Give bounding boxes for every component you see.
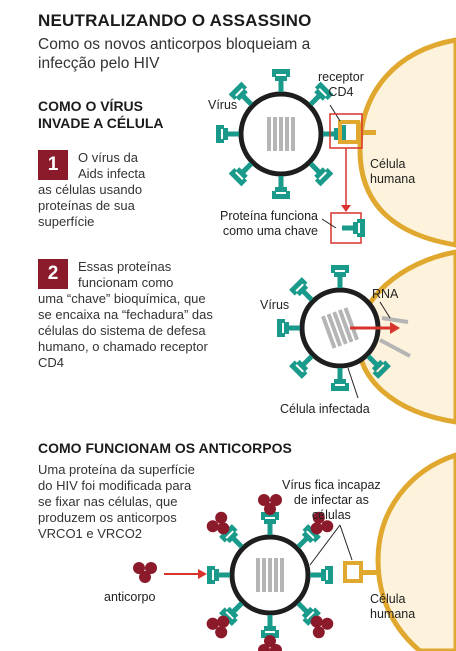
virus-label-2: Vírus [260,298,290,312]
section-heading-invasion: COMO O VÍRUS INVADE A CÉLULA [38,98,164,131]
step-1-badge: 1 [38,150,68,180]
page-title: NEUTRALIZANDO O ASSASSINO [38,11,312,30]
diagram-virus-approach [216,37,456,248]
infected-cell-label: Célula infectada [280,402,370,416]
human-cell-membrane [357,37,456,248]
step-2-text: uma “chave” bioquímica, que se encaixa n… [38,291,213,370]
page-subtitle: Como os novos anticorpos bloqueiam a inf… [38,36,311,72]
step-1-line1: O vírus da [78,150,138,165]
virus-particle-neutralized [204,494,336,651]
human-cell-membrane-3 [375,452,456,651]
cd4-receptor-3 [343,561,381,583]
step-1-line2: Aids infecta [78,166,146,181]
step-1-text: as células usando proteínas de sua super… [38,182,143,229]
step-2-line2: funcionam como [78,275,174,290]
diagram-antibodies [133,452,456,651]
virus-particle [216,69,346,199]
free-antibody [133,562,157,583]
antibody-label: anticorpo [104,590,156,604]
cell-label-1: Célula humana [370,157,416,186]
cell-label-3: Célula humana [370,592,416,621]
cd4-receptor [338,120,376,144]
virus-label-1: Vírus [208,98,238,112]
diagram-infection [277,249,456,425]
antibody-explanation: Uma proteína da superfície do HIV foi mo… [38,462,195,541]
receptor-label: receptor CD4 [318,70,364,99]
step-2-line1: Essas proteínas [78,259,172,274]
blocked-label: Vírus fica incapaz de infectar as célula… [282,478,381,522]
section-heading-antibodies: COMO FUNCIONAM OS ANTICORPOS [38,440,292,456]
step-2-badge: 2 [38,259,68,289]
rna-label: RNA [372,287,399,301]
key-protein-label: Proteína funciona como uma chave [220,209,318,238]
